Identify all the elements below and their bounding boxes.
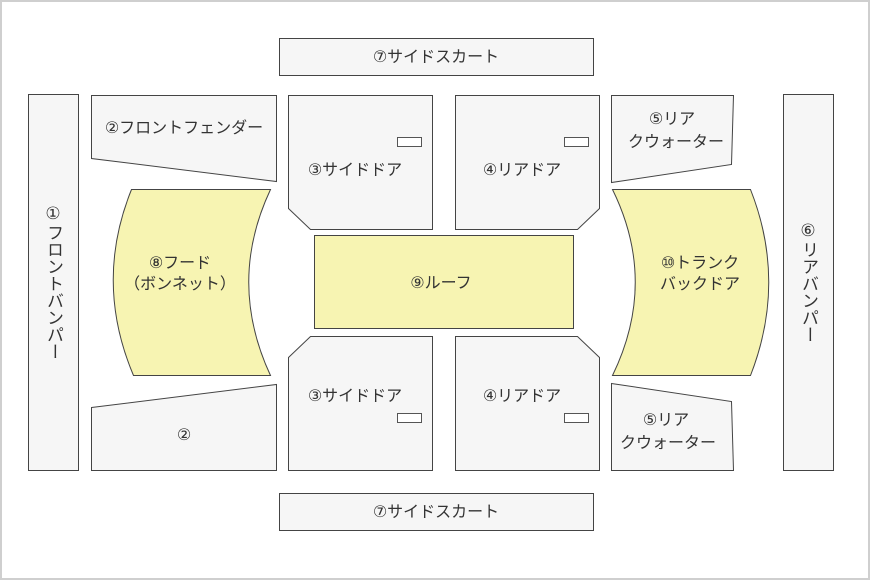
side-skirt-bottom-label: ⑦サイドスカート <box>373 502 499 521</box>
door-handle-icon <box>397 137 422 147</box>
rear-door-bottom-label: ④リアドア <box>483 386 561 405</box>
door-handle-icon <box>564 413 589 423</box>
front-bumper-label: ①フロントバンパー <box>43 204 63 360</box>
door-handle-icon <box>397 413 422 423</box>
rear-door-bottom-panel[interactable] <box>455 336 600 471</box>
front-fender-top-panel[interactable] <box>91 95 277 183</box>
side-skirt-bottom-panel[interactable] <box>279 493 594 531</box>
hood-panel[interactable] <box>112 189 272 376</box>
rear-quarter-top-panel[interactable] <box>611 95 735 184</box>
roof-panel[interactable] <box>314 235 574 329</box>
side-door-bottom-panel[interactable] <box>288 336 433 471</box>
door-handle-icon <box>564 137 589 147</box>
trunk-panel[interactable] <box>611 189 770 376</box>
side-door-top-panel[interactable] <box>288 95 433 230</box>
front-fender-bottom-label: ② <box>177 425 191 444</box>
rear-bumper-panel[interactable] <box>783 94 834 471</box>
rear-quarter-top-label-2: クウォーター <box>628 132 724 151</box>
rear-quarter-bottom-label-1: ⑤リア <box>643 410 689 429</box>
side-door-bottom-label: ③サイドドア <box>308 386 402 405</box>
hood-label-2: （ボンネット） <box>124 274 236 293</box>
rear-door-top-label: ④リアドア <box>483 160 561 179</box>
rear-door-top-panel[interactable] <box>455 95 600 230</box>
rear-quarter-bottom-panel[interactable] <box>611 382 735 471</box>
roof-label: ⑨ルーフ <box>410 273 471 292</box>
side-skirt-top-panel[interactable] <box>279 38 594 76</box>
side-door-top-label: ③サイドドア <box>308 160 402 179</box>
front-fender-top-label: ②フロントフェンダー <box>105 118 263 137</box>
trunk-label-2: バックドア <box>660 274 740 293</box>
side-skirt-top-label: ⑦サイドスカート <box>373 47 499 66</box>
hood-label-1: ⑧フード <box>149 253 211 272</box>
rear-quarter-bottom-label-2: クウォーター <box>620 433 716 452</box>
front-fender-bottom-panel[interactable] <box>91 383 277 471</box>
rear-quarter-top-label-1: ⑤リア <box>649 109 695 128</box>
front-bumper-panel[interactable] <box>28 94 79 471</box>
rear-bumper-label: ⑥リアバンパー <box>798 221 818 343</box>
trunk-label-1: ⑩トランク <box>661 253 739 272</box>
